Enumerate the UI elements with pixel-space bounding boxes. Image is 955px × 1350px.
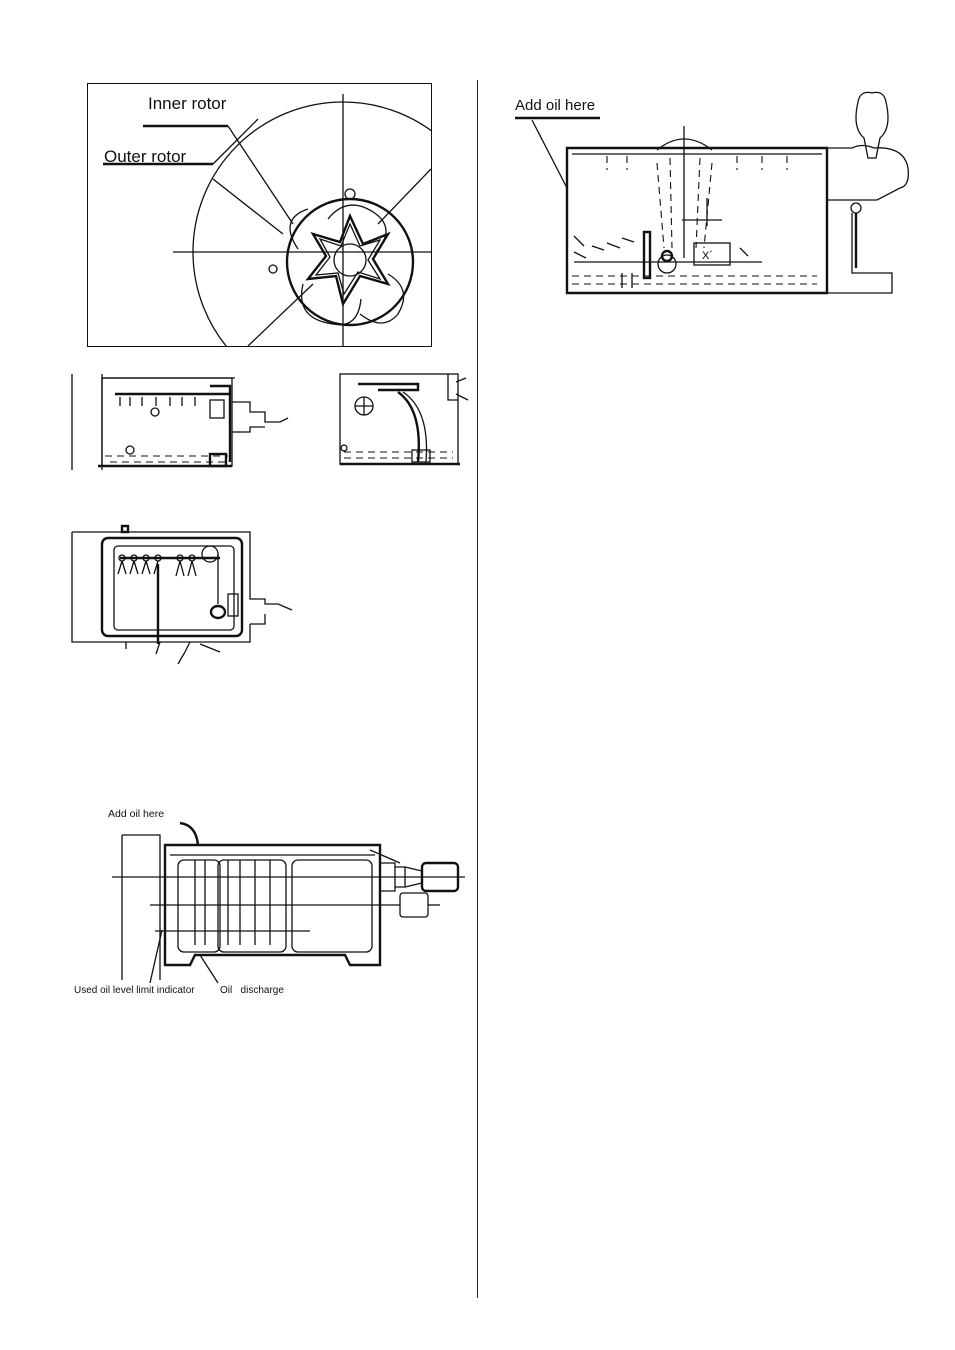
gearbox-lubrication-left [70,372,295,472]
outer-rotor-label: Outer rotor [104,147,186,167]
add-oil-label-lower: Add oil here [108,808,164,820]
spindle-box-figure: Add oil here Used oil level limit indica… [70,805,475,1000]
column-divider [477,80,478,1298]
add-oil-label-top: Add oil here [515,97,595,114]
rotor-drawing [88,84,431,346]
rotor-figure: Inner rotor Outer rotor [87,83,432,347]
used-oil-level-indicator-label: Used oil level limit indicator [74,985,195,996]
inner-rotor-label: Inner rotor [148,94,226,114]
gearbox-front-view [70,524,295,669]
gear-mark: X´ [702,250,713,262]
gearbox-left-drawing [70,372,295,472]
spindle-box-drawing [70,805,475,1000]
gearbox-front-drawing [70,524,295,669]
gearbox-top-right-figure: X´ Add oil here [512,88,912,313]
oil-discharge-label: Oil discharge [220,985,284,996]
gearbox-right-drawing [338,370,478,472]
gearbox-top-right-drawing: X´ [512,88,912,313]
gearbox-lubrication-right [338,370,478,472]
